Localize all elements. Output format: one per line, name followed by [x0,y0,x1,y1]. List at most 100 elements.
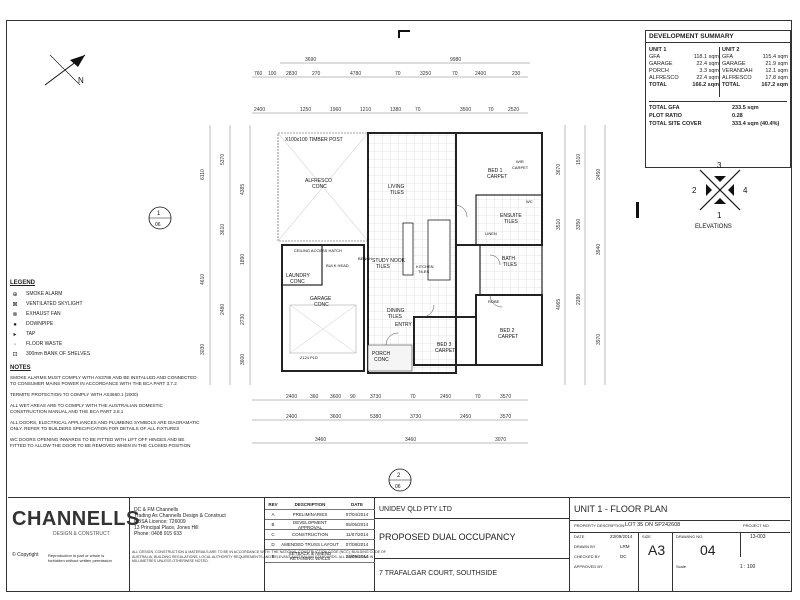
svg-text:5370: 5370 [220,154,226,165]
svg-text:CONC: CONC [374,357,389,363]
svg-text:3030: 3030 [200,344,206,355]
svg-text:CEILING ACCESS HATCH: CEILING ACCESS HATCH [294,248,342,253]
svg-text:KITCHEN: KITCHEN [416,264,434,269]
svg-text:1: 1 [157,211,161,217]
company-cell: DC & FM Channells Trading As Channells D… [130,498,386,592]
svg-text:3940: 3940 [596,244,602,255]
svg-text:N: N [78,76,84,85]
svg-text:CARPET: CARPET [487,174,507,180]
svg-text:2400: 2400 [286,414,297,420]
svg-text:1250: 1250 [300,107,311,113]
svg-text:3670: 3670 [556,164,562,175]
notes-title: NOTES [10,365,31,371]
svg-text:BED 3: BED 3 [437,342,452,348]
svg-text:3460: 3460 [405,437,416,443]
svg-text:BED 2: BED 2 [500,328,515,334]
svg-text:1510: 1510 [576,154,582,165]
skylight-icon: ⊠ [12,302,18,309]
scale: 1 : 100 [740,564,756,570]
svg-text:1890: 1890 [240,254,246,265]
project-number: 13-003 [750,534,766,540]
drawing-sheet-border [6,20,792,592]
svg-text:760: 760 [254,71,263,77]
svg-text:70: 70 [395,71,401,77]
elev-2: 2 [692,186,697,195]
elev-3: 3 [717,161,722,170]
svg-text:06: 06 [155,222,161,228]
svg-text:3070: 3070 [495,437,506,443]
property-desc: LOT 35 ON SP242608 [625,522,681,528]
svg-text:3460: 3460 [315,437,326,443]
svg-text:3600: 3600 [240,354,246,365]
drawing-number: 04 [700,542,716,558]
svg-text:TILES: TILES [388,314,403,320]
downpipe-icon: ● [13,321,17,328]
elev-1: 1 [717,211,722,220]
svg-text:PORCH: PORCH [372,351,390,357]
site-address: 7 TRAFALGAR COURT, SOUTHSIDE [379,570,497,577]
svg-text:BED 1: BED 1 [488,168,503,174]
north-arrow-icon: N [44,54,86,86]
floor-plan: 3690 9980 760 100 2830 270 4780 70 3250 … [200,57,606,444]
svg-text:ROBE: ROBE [488,299,500,304]
svg-text:06: 06 [395,484,401,490]
svg-text:TILES: TILES [503,262,518,268]
svg-text:CONC: CONC [312,184,327,190]
svg-text:3730: 3730 [370,394,381,400]
svg-text:270: 270 [312,71,321,77]
cut-marker [398,30,410,32]
svg-text:STUDY NOOK: STUDY NOOK [372,258,406,264]
svg-text:3600: 3600 [330,394,341,400]
svg-text:2400: 2400 [475,71,486,77]
svg-text:2730: 2730 [240,314,246,325]
svg-text:CARPET: CARPET [498,334,518,340]
shelves-icon: ⊡ [12,352,18,359]
svg-text:5380: 5380 [370,414,381,420]
svg-text:2400: 2400 [254,107,265,113]
legend: LEGEND ⊕SMOKE ALARM ⊠VENTILATED SKYLIGHT… [10,280,130,360]
svg-text:3570: 3570 [500,394,511,400]
svg-text:BULK HEAD: BULK HEAD [326,263,349,268]
svg-text:WIR: WIR [516,159,524,164]
title-block: CHANNELLS DESIGN & CONSTRUCT © Copyright… [8,497,790,592]
svg-text:2450: 2450 [460,414,471,420]
svg-text:3500: 3500 [460,107,471,113]
svg-text:4065: 4065 [556,299,562,310]
svg-text:2124 PLD: 2124 PLD [300,355,318,360]
floor-waste-icon: ◦ [13,341,17,348]
svg-text:4610: 4610 [200,274,206,285]
brand-logo: CHANNELLS [12,508,140,530]
svg-text:TILES: TILES [418,269,429,274]
svg-text:3510: 3510 [556,219,562,230]
svg-text:ALFRESCO: ALFRESCO [305,178,332,184]
elevations-label: ELEVATIONS [695,224,732,230]
svg-text:3610: 3610 [220,224,226,235]
svg-text:CARPET: CARPET [435,348,455,354]
project-name: PROPOSED DUAL OCCUPANCY [379,532,516,542]
svg-text:2400: 2400 [286,394,297,400]
svg-text:DINING: DINING [387,308,405,314]
svg-text:3730: 3730 [410,414,421,420]
note-item: All doors, electrical appliances and plu… [10,419,200,431]
svg-text:CARPET: CARPET [512,165,529,170]
dev-summary-title: DEVELOPMENT SUMMARY [646,31,790,43]
elevations-compass: 3 1 2 4 ELEVATIONS [692,161,748,230]
svg-text:70: 70 [452,71,458,77]
svg-text:LIVING: LIVING [388,184,405,190]
notes: NOTES Smoke alarms must comply with AS37… [10,365,200,454]
client-name: UNIDEV QLD PTY LTD [379,506,452,513]
compliance-text: ALL DESIGN, CONSTRUCTION & MATERIALS ARE… [132,550,386,563]
svg-text:3350: 3350 [576,219,582,230]
svg-text:2: 2 [397,473,401,479]
svg-text:2450: 2450 [440,394,451,400]
svg-text:LAUNDRY: LAUNDRY [286,273,310,279]
svg-text:X100x100 TIMBER POST: X100x100 TIMBER POST [285,137,343,143]
svg-text:TILES: TILES [390,190,405,196]
section-marker-bottom: 2 06 [388,468,412,492]
note-item: Smoke alarms must comply with AS3786 and… [10,374,197,386]
svg-text:2280: 2280 [576,294,582,305]
